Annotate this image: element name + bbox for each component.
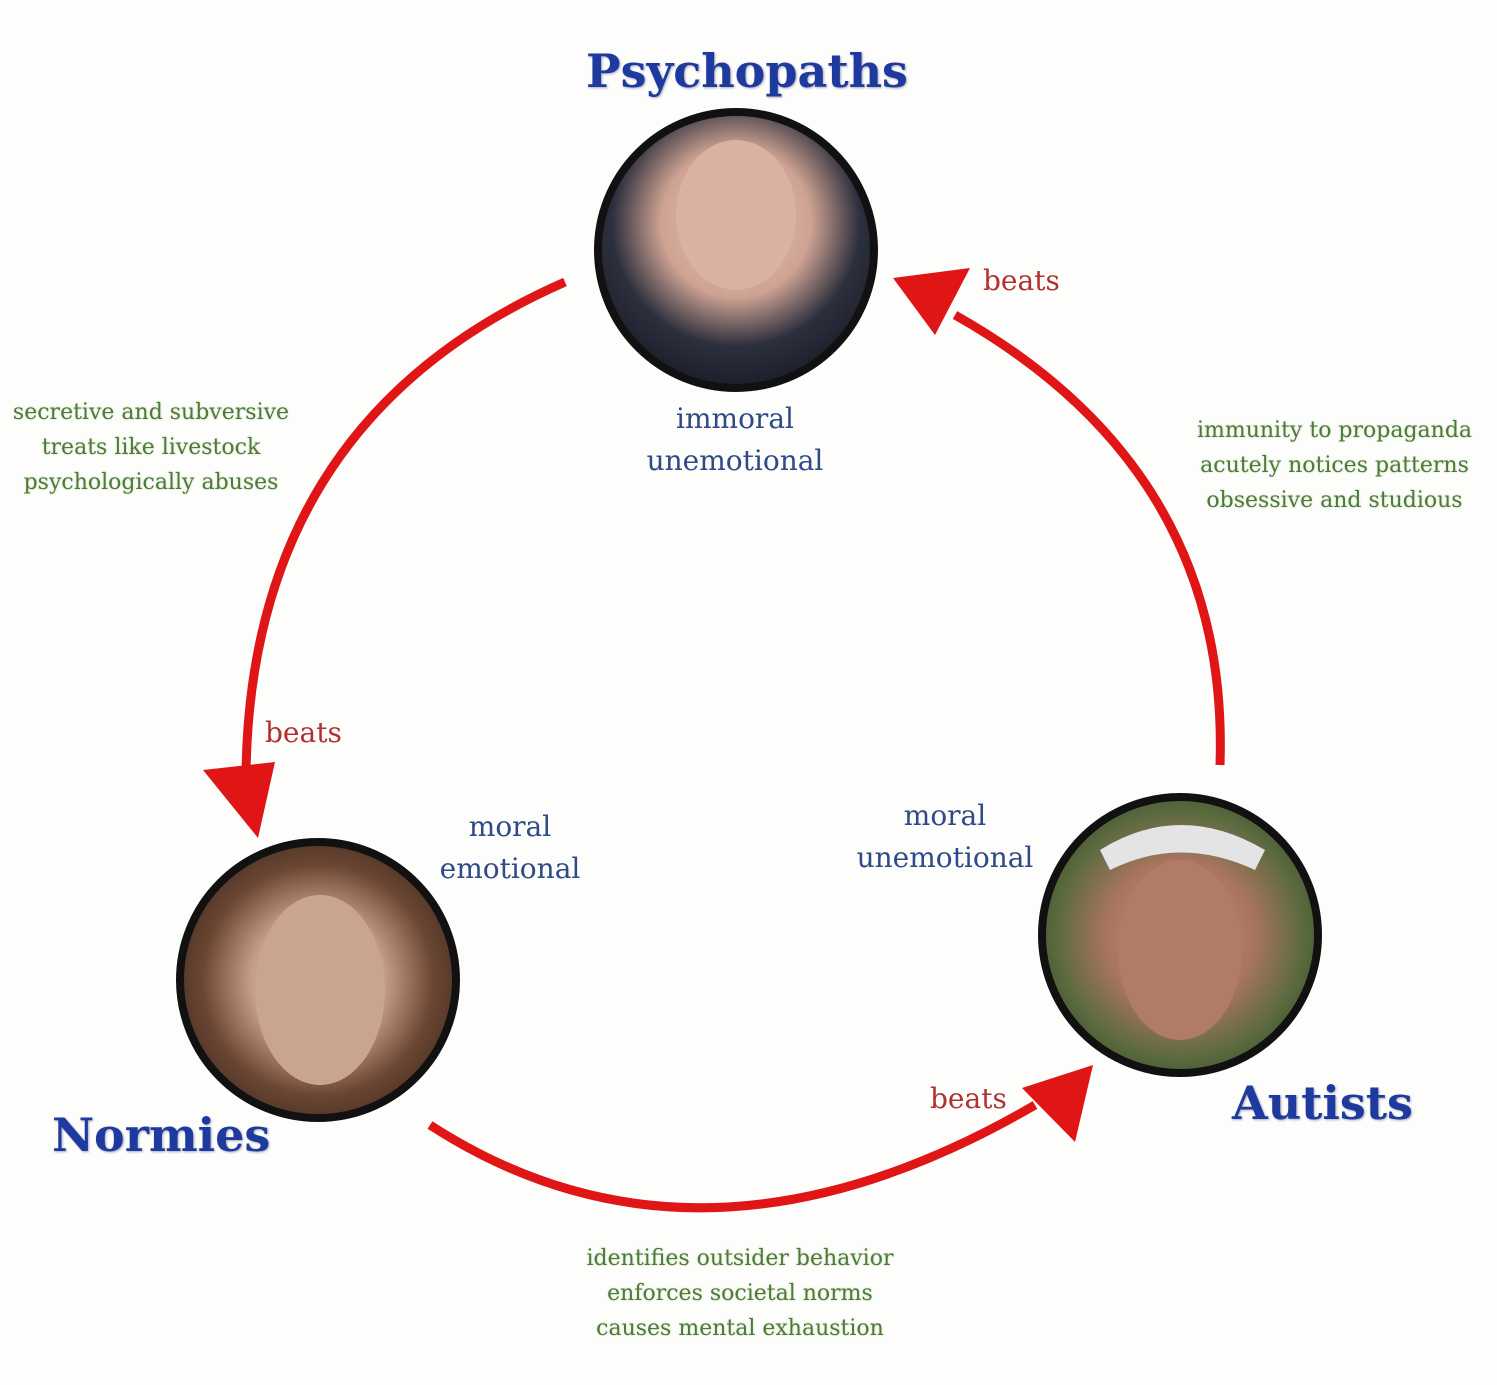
reason: obsessive and studious: [1206, 488, 1463, 513]
normies-portrait: [176, 838, 460, 1122]
autists-beats-psychopaths-reasons: immunity to propaganda acutely notices p…: [1172, 413, 1497, 518]
reason: psychologically abuses: [23, 470, 279, 495]
reason: acutely notices patterns: [1200, 453, 1469, 478]
reason: causes mental exhaustion: [596, 1316, 884, 1341]
trait: unemotional: [646, 444, 824, 477]
reason: secretive and subversive: [12, 400, 290, 425]
normies-title: Normies: [52, 1108, 271, 1162]
trait: moral: [468, 810, 552, 843]
arrow-psychopaths-to-normies: [203, 277, 567, 838]
reason: immunity to propaganda: [1196, 418, 1473, 443]
reason: identifies outsider behavior: [586, 1246, 894, 1271]
normies-traits: moral emotional: [410, 806, 610, 890]
beats-label-right: beats: [983, 264, 1060, 297]
autists-portrait: [1038, 793, 1322, 1077]
trait: unemotional: [856, 841, 1034, 874]
psychopaths-traits: immoral unemotional: [635, 398, 835, 482]
psychopaths-title: Psychopaths: [586, 44, 908, 98]
normies-beats-autists-reasons: identifies outsider behavior enforces so…: [560, 1241, 920, 1346]
trait: immoral: [676, 402, 794, 435]
beats-label-left: beats: [265, 716, 342, 749]
autists-title: Autists: [1232, 1076, 1413, 1130]
autists-traits: moral unemotional: [840, 795, 1050, 879]
beats-label-bottom: beats: [930, 1082, 1007, 1115]
arrow-normies-to-autists: [427, 1065, 1093, 1213]
trait: emotional: [439, 852, 581, 885]
reason: enforces societal norms: [607, 1281, 873, 1306]
psychopaths-portrait: [594, 108, 878, 392]
psychopaths-beats-normies-reasons: secretive and subversive treats like liv…: [0, 395, 302, 500]
trait: moral: [903, 799, 987, 832]
arrow-autists-to-psychopaths: [893, 268, 1225, 766]
reason: treats like livestock: [41, 435, 261, 460]
